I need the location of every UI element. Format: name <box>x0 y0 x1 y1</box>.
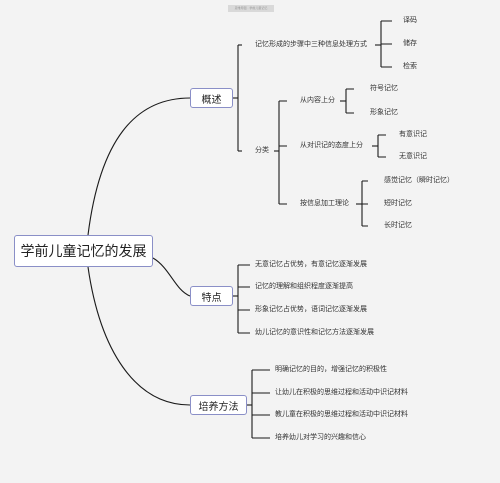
processing-item[interactable]: 短时记忆 <box>384 199 412 207</box>
processing-item[interactable]: 感觉记忆（瞬时记忆） <box>384 176 454 184</box>
method-item[interactable]: 教儿童在积极的思维过程和活动中识记材料 <box>275 410 408 418</box>
attitude-item[interactable]: 无意识记 <box>399 152 427 160</box>
steps-item[interactable]: 储存 <box>403 39 417 47</box>
method-item[interactable]: 让幼儿在积极的思维过程和活动中识记材料 <box>275 388 408 396</box>
method-item[interactable]: 培养幼儿对学习的兴趣和信心 <box>275 433 366 441</box>
feature-item[interactable]: 记忆的理解和组织程度逐渐提高 <box>255 282 353 290</box>
overview-node[interactable]: 概述 <box>190 88 233 108</box>
steps-item[interactable]: 检索 <box>403 62 417 70</box>
feature-item[interactable]: 形象记忆占优势，语词记忆逐渐发展 <box>255 305 367 313</box>
steps-topic[interactable]: 记忆形成的步骤中三种信息处理方式 <box>255 40 367 48</box>
classify-by-content[interactable]: 从内容上分 <box>300 96 335 104</box>
classify-by-processing[interactable]: 按信息加工理论 <box>300 199 349 207</box>
classify-topic[interactable]: 分类 <box>255 146 269 154</box>
processing-item[interactable]: 长时记忆 <box>384 221 412 229</box>
content-item[interactable]: 形象记忆 <box>370 108 398 116</box>
classify-by-attitude[interactable]: 从对识记的态度上分 <box>300 141 363 149</box>
feature-item[interactable]: 幼儿记忆的意识性和记忆方法逐渐发展 <box>255 328 374 336</box>
method-item[interactable]: 明确记忆的目的，增强记忆的积极性 <box>275 365 387 373</box>
steps-item[interactable]: 译码 <box>403 16 417 24</box>
content-item[interactable]: 符号记忆 <box>370 84 398 92</box>
watermark: 思维导图 · 学前儿童记忆 <box>228 5 274 12</box>
root-node[interactable]: 学前儿童记忆的发展 <box>14 235 153 267</box>
attitude-item[interactable]: 有意识记 <box>399 130 427 138</box>
cultivation-node[interactable]: 培养方法 <box>190 395 247 415</box>
features-node[interactable]: 特点 <box>190 286 233 306</box>
feature-item[interactable]: 无意记忆占优势，有意记忆逐渐发展 <box>255 260 367 268</box>
